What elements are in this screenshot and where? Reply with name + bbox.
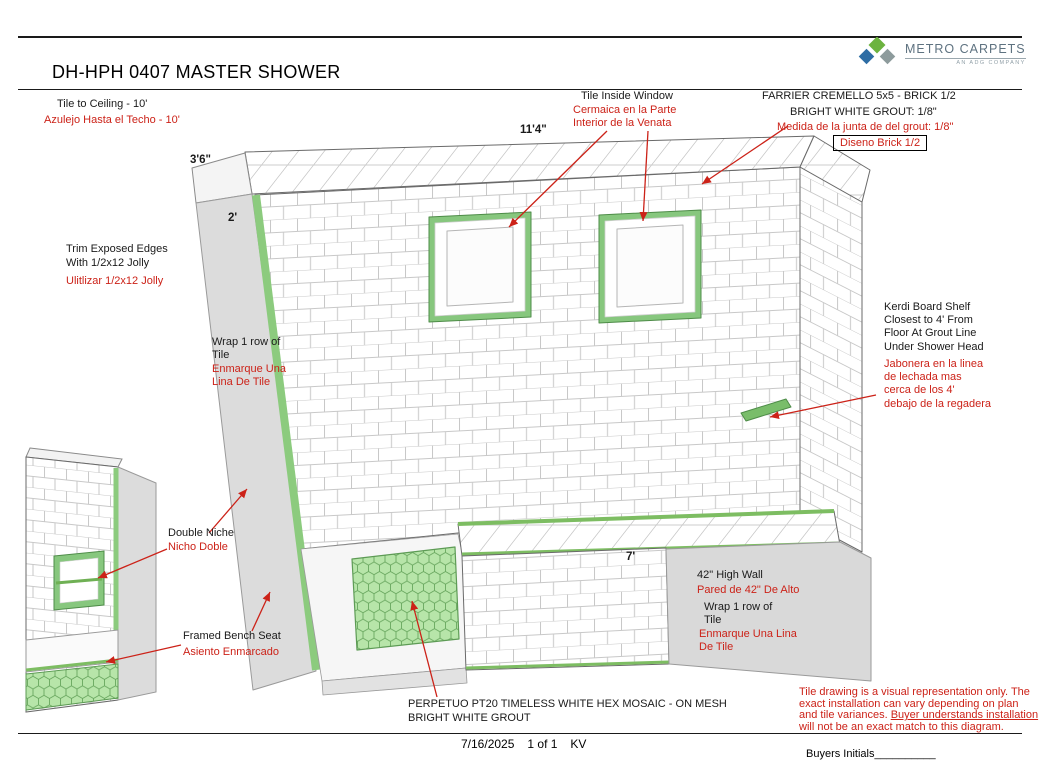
wrap-row-strip <box>252 194 320 671</box>
top-tile-band-right <box>799 135 871 203</box>
left-return-panel <box>195 193 317 691</box>
hex-mosaic-floor <box>351 546 460 651</box>
logo-subtitle: AN ADG COMPANY <box>905 58 1026 66</box>
note-niche-es: Nicho Doble <box>168 541 228 553</box>
arrow-tile-spec <box>701 125 789 185</box>
arrow-bench-main <box>251 591 271 632</box>
half-wall-trim-top <box>457 509 835 526</box>
note-tile-spec-es: Medida de la junta de del grout: 1/8" <box>777 121 954 133</box>
note-wrap-left-es2: Lina De Tile <box>212 376 271 388</box>
arrow-mosaic <box>410 600 438 698</box>
half-wall-gray-end <box>665 541 872 682</box>
arrow-kerdi-shelf <box>769 394 877 420</box>
note-niche-en: Double Niche <box>168 527 235 539</box>
note-kerdi-en-3: Floor At Grout Line <box>884 327 977 340</box>
note-trim-en2: With 1/2x12 Jolly <box>66 257 150 269</box>
note-bench-en: Framed Bench Seat <box>183 630 281 642</box>
note-kerdi-es: Jabonera en la linea de lechada mas cerc… <box>884 358 991 411</box>
note-wrap-left-en2: Tile <box>212 349 230 361</box>
disclaimer-part2: will not be an exact match to this diagr… <box>799 720 1004 733</box>
note-tile-spec-en2: BRIGHT WHITE GROUT: 1/8" <box>790 106 937 118</box>
note-kerdi-en-2: Closest to 4' From <box>884 314 973 327</box>
niche-wall-drawing <box>25 447 157 713</box>
top-rule <box>18 36 1022 38</box>
note-mosaic-line1: PERPETUO PT20 TIMELESS WHITE HEX MOSAIC … <box>408 698 727 710</box>
note-brick-design-box: Diseno Brick 1/2 <box>833 135 928 151</box>
dimension-2: 2' <box>228 212 238 224</box>
note-kerdi-es-2: de lechada mas <box>884 371 962 384</box>
main-shower-drawing <box>191 135 872 696</box>
disclaimer-part1: Tile drawing is a visual representation … <box>799 686 1030 722</box>
note-kerdi-en-1: Kerdi Board Shelf <box>884 301 971 313</box>
arrow-window-2 <box>639 130 649 222</box>
logo-diamonds-icon <box>858 37 896 65</box>
bottom-rule <box>18 733 1022 734</box>
arrow-niche-small <box>97 548 168 579</box>
logo-name: METRO CARPETS <box>905 42 1026 56</box>
note-wrap-right-es1: Enmarque Una Lina <box>699 628 797 640</box>
note-kerdi-es-4: debajo de la regadera <box>884 397 992 410</box>
right-return-wall <box>799 166 863 553</box>
metro-carpets-logo: METRO CARPETS AN ADG COMPANY <box>856 37 1026 71</box>
note-high-wall-en: 42" High Wall <box>697 569 763 581</box>
half-wall-base-trim <box>465 660 670 670</box>
note-tile-ceiling-en: Tile to Ceiling - 10' <box>57 98 148 110</box>
note-window-es2: Interior de la Venata <box>573 117 672 129</box>
arrow-niche-main <box>208 488 248 534</box>
buyers-initials-line: Buyers Initials__________ <box>806 748 936 760</box>
note-bench-es: Asiento Enmarcado <box>183 646 279 658</box>
note-tile-ceiling-es: Azulejo Hasta el Techo - 10' <box>44 114 180 126</box>
footer-date: 7/16/2025 <box>461 737 515 751</box>
note-wrap-left-es1: Enmarque Una <box>212 363 286 375</box>
annotation-arrows <box>97 125 877 698</box>
disclaimer-underlined: Buyer understands installation <box>890 709 1039 722</box>
arrow-window-1 <box>508 130 608 228</box>
kerdi-shelf <box>740 398 792 422</box>
note-kerdi-es-1: Jabonera en la linea <box>884 358 984 370</box>
note-trim-es: Ulitlizar 1/2x12 Jolly <box>66 275 164 287</box>
note-kerdi-en: Kerdi Board Shelf Closest to 4' From Flo… <box>884 301 984 354</box>
small-wall-gray-side <box>117 466 157 701</box>
note-window-en: Tile Inside Window <box>581 90 673 102</box>
note-window-es1: Cermaica en la Parte <box>573 104 677 116</box>
dimension-3-6: 3'6" <box>190 154 211 166</box>
note-kerdi-en-4: Under Shower Head <box>884 340 984 353</box>
half-wall-front-face <box>461 547 670 671</box>
note-wrap-right-en1: Wrap 1 row of <box>704 601 773 613</box>
title-underline <box>18 89 1022 90</box>
footer-line: 7/16/2025 1 of 1 KV <box>461 737 586 751</box>
note-kerdi-es-3: cerca de los 4' <box>884 384 955 397</box>
note-wrap-right-en2: Tile <box>704 614 722 626</box>
note-high-wall-es: Pared de 42" De Alto <box>697 584 800 596</box>
arrow-bench-small <box>105 644 182 664</box>
dimension-11-4: 11'4" <box>520 124 547 136</box>
window-2 <box>598 209 702 324</box>
note-mosaic-line2: BRIGHT WHITE GROUT <box>408 712 531 724</box>
dimension-7: 7' <box>626 551 636 563</box>
note-tile-spec-en1: FARRIER CREMELLO 5x5 - BRICK 1/2 <box>762 90 956 102</box>
note-wrap-right-es2: De Tile <box>699 641 734 653</box>
logo-text: METRO CARPETS AN ADG COMPANY <box>905 42 1026 66</box>
window-1 <box>428 211 532 323</box>
framed-bench-seat <box>25 629 119 673</box>
footer-initials: KV <box>570 737 587 751</box>
note-trim-en1: Trim Exposed Edges <box>66 243 168 255</box>
note-wrap-left-en1: Wrap 1 row of <box>212 336 281 348</box>
small-wall-hex-band <box>25 663 119 711</box>
double-niche <box>53 550 105 611</box>
disclaimer-text: Tile drawing is a visual representation … <box>799 686 1039 733</box>
footer-page-count: 1 of 1 <box>527 737 558 751</box>
page-title: DH-HPH 0407 MASTER SHOWER <box>52 62 341 82</box>
